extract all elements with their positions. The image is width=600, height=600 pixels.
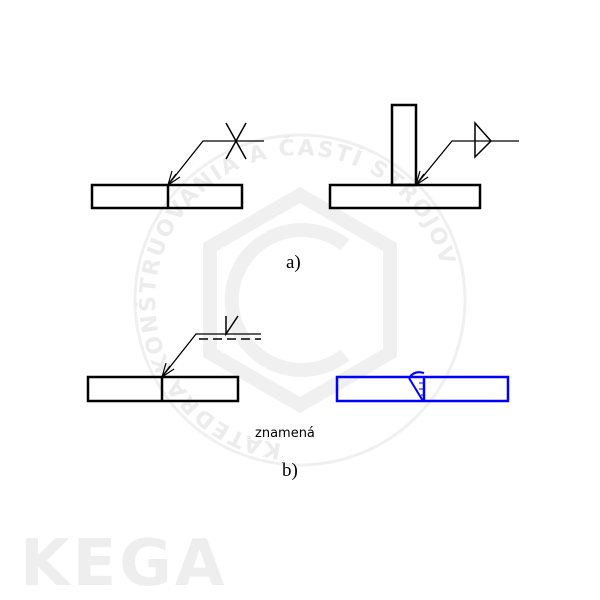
bevel-weld-symbol-icon: [225, 315, 239, 337]
vertical-plate: [390, 103, 418, 187]
watermark-kega: KEGA: [20, 527, 227, 600]
leader-line: [415, 140, 519, 186]
leader-line: [161, 333, 261, 378]
bevel-face: [408, 377, 424, 402]
meaning-word: znamená: [255, 426, 315, 441]
arrow-head-icon: [167, 170, 181, 186]
weld-hatch: [419, 382, 424, 396]
resulting-weld-drawing: [335, 371, 510, 403]
butt-weld-x-symbol: [90, 122, 264, 210]
fillet-weld-symbol-icon: [474, 121, 493, 159]
panel-b-label: b): [282, 460, 298, 481]
arrow-head-icon: [161, 362, 175, 378]
fillet-weld-t-joint: [328, 103, 519, 210]
panel-a-label: a): [286, 252, 301, 273]
x-weld-symbol-icon: [225, 122, 247, 160]
v-weld-other-side-symbol: [86, 315, 261, 403]
arrow-head-icon: [415, 170, 429, 186]
weld-cap: [408, 371, 425, 379]
leader-line: [167, 140, 264, 186]
